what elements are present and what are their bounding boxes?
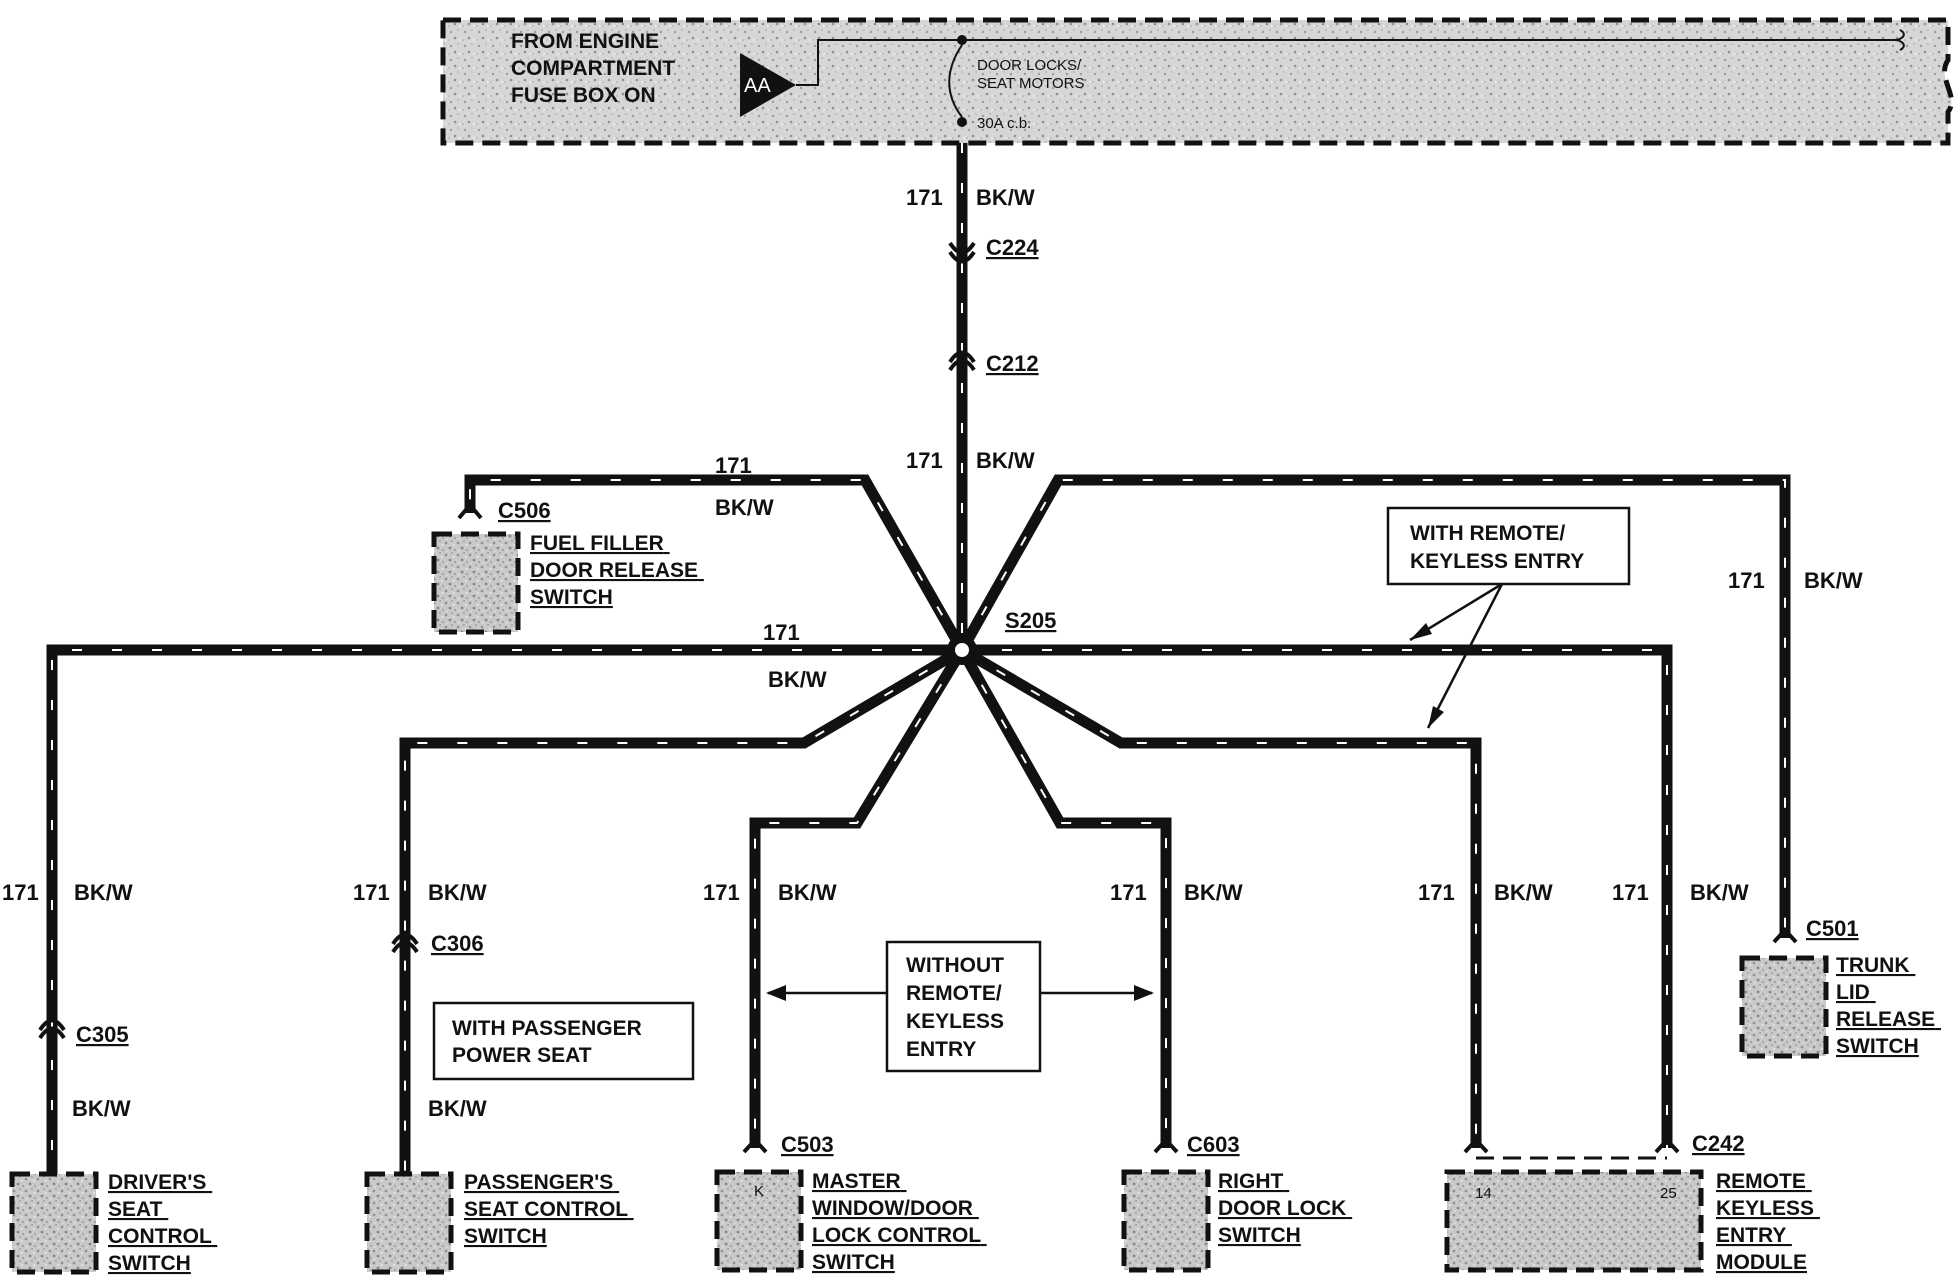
wire-color-label: BK/W [715,495,774,520]
wire-circuit-label: 171 [703,880,740,905]
wire-color-label: BK/W [1494,880,1553,905]
connector-c212-icon [948,358,976,372]
fuse-box-title: FROM ENGINE COMPARTMENT FUSE BOX ON [511,30,681,107]
wire-color-label: BK/W [778,880,837,905]
connector-aa-icon [740,53,796,117]
trunk-lid-switch-box [1739,955,1829,1059]
connector-c603-label: C603 [1187,1132,1240,1157]
fuse-box-panel: FROM ENGINE COMPARTMENT FUSE BOX ON AA D… [440,17,1954,146]
wire-circuit-label: 171 [1110,880,1147,905]
wire-circuit-label: 171 [1418,880,1455,905]
splice-label: S205 [1005,608,1056,633]
connector-c212-label: C212 [986,351,1039,376]
note-with-passenger: WITH PASSENGER POWER SEAT [432,1001,695,1081]
note-with-remote: WITH REMOTE/ KEYLESS ENTRY [1386,506,1631,729]
wire-circuit-label: 171 [715,453,752,478]
connector-c506-icon [457,501,483,520]
connector-c224-label: C224 [986,235,1039,260]
svg-text:WITH REMOTE/ KEYLESS ENT: WITH REMOTE/ KEYLESS ENTRY [1410,522,1584,573]
svg-text:WITH PASSENGER POWER SEA: WITH PASSENGER POWER SEAT [452,1017,648,1067]
connector-c503-label: C503 [781,1132,834,1157]
rke-module-label: REMOTE KEYLESS ENTRY MODULE [1716,1170,1820,1274]
wire-labels: 171 BK/W 171 BK/W 171 BK/W 171 BK/W 171 … [2,185,1863,1121]
wire-harness [46,143,1791,1180]
wire-color-label: BK/W [1804,568,1863,593]
pin-25-label: 25 [1660,1185,1677,1202]
breaker-label: DOOR LOCKS/ SEAT MOTORS [977,57,1085,92]
wire-circuit-label: 171 [906,185,943,210]
connector-c242-pin14-icon [1463,1137,1489,1154]
note-without-remote: WITHOUT REMOTE/ KEYLESS ENTRY [766,940,1154,1073]
wire-color-label: BK/W [428,880,487,905]
passengers-seat-switch-label: PASSENGER'S SEAT CONTROL SWITCH [464,1171,634,1248]
components [9,531,1829,1275]
wire-color-label: BK/W [428,1096,487,1121]
connector-c503-icon [742,1137,768,1154]
drivers-seat-switch-box [9,1171,99,1275]
wire-color-label: BK/W [1184,880,1243,905]
breaker-rating: 30A c.b. [977,115,1031,132]
svg-text:WITHOUT REMOTE/ KE: WITHOUT REMOTE/ KEYLESS ENTRY [906,954,1010,1061]
wire-color-label: BK/W [976,185,1035,210]
connector-c501-icon [1772,927,1798,944]
connector-c224-icon [948,241,976,255]
wire-color-label: BK/W [768,667,827,692]
pin-k-label: K [754,1183,764,1200]
fuel-filler-switch-box [431,531,521,635]
connector-c242-pin25-icon [1654,1137,1680,1154]
connector-c306-label: C306 [431,931,484,956]
connector-c501-label: C501 [1806,916,1859,941]
connector-c603-icon [1153,1137,1179,1154]
connector-c242-label: C242 [1692,1131,1745,1156]
rke-module-box [1444,1169,1704,1273]
wire-color-label: BK/W [72,1096,131,1121]
wire-color-label: BK/W [74,880,133,905]
passengers-seat-switch-box [364,1171,454,1275]
wire-circuit-label: 171 [353,880,390,905]
wire-color-label: BK/W [976,448,1035,473]
drivers-seat-switch-label: DRIVER'S SEAT CONTROL SWITCH [108,1171,217,1275]
connector-c305-icon [38,1026,66,1040]
right-door-switch-label: RIGHT DOOR LOCK SWITCH [1218,1170,1352,1247]
wire-circuit-label: 171 [906,448,943,473]
wire-color-label: BK/W [1690,880,1749,905]
master-window-switch-label: MASTER WINDOW/DOOR LOCK CONTROL SWITCH [812,1170,987,1274]
connector-c305-label: C305 [76,1022,129,1047]
connector-c506-label: C506 [498,498,551,523]
circuit-breaker-icon [948,44,963,118]
connector-aa-label: AA [744,75,771,97]
right-door-switch-box [1121,1169,1211,1273]
wire-circuit-label: 171 [763,620,800,645]
connector-c306-icon [391,940,419,954]
wire-circuit-label: 171 [1728,568,1765,593]
fuel-filler-switch-label: FUEL FILLER DOOR RELEASE SWITCH [530,532,704,609]
pin-14-label: 14 [1475,1185,1492,1202]
wire-circuit-label: 171 [1612,880,1649,905]
wire-circuit-label: 171 [2,880,39,905]
trunk-lid-switch-label: TRUNK LID RELEASE SWITCH [1836,954,1941,1058]
master-window-switch-box [714,1169,804,1273]
